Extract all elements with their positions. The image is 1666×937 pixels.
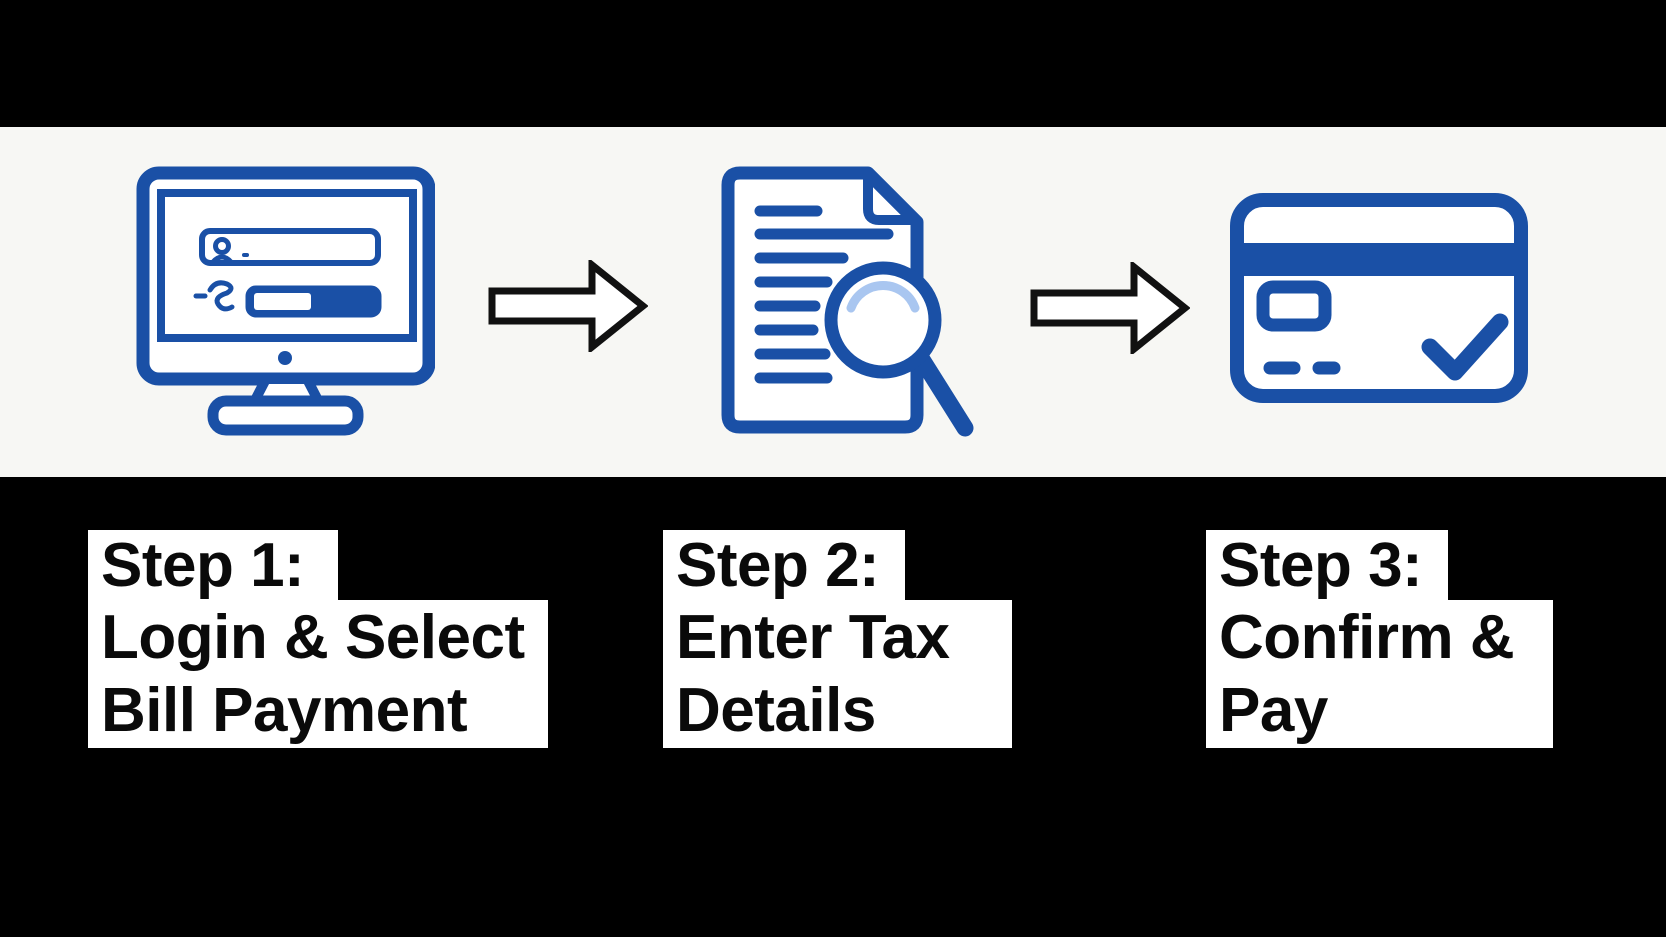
monitor-power-dot <box>278 351 292 365</box>
arrow-right-icon <box>488 260 648 352</box>
card-chip <box>1256 280 1332 332</box>
password-field <box>245 285 382 318</box>
step-2-caption: Step 2: Enter Tax Details <box>663 530 1012 748</box>
step-1-caption: Step 1: Login & Select Bill Payment <box>88 530 548 748</box>
magnifier-icon <box>824 261 974 437</box>
monitor-stand-base <box>207 395 364 436</box>
arrow-right-icon <box>1030 262 1190 354</box>
monitor-login-icon <box>136 166 435 436</box>
lock-icon <box>193 280 235 312</box>
step-3-title: Step 3: <box>1206 530 1448 600</box>
step-3-caption: Step 3: Confirm & Pay <box>1206 530 1553 748</box>
document-search-icon <box>721 166 974 437</box>
step-1-title: Step 1: <box>88 530 338 600</box>
document-text-lines <box>754 205 894 384</box>
credit-card-icon <box>1230 193 1528 403</box>
user-icon <box>210 237 249 265</box>
step-2-title: Step 2: <box>663 530 905 600</box>
document-fold <box>863 175 913 225</box>
card-stripe <box>1237 243 1521 276</box>
step-2-description: Enter Tax Details <box>663 600 1012 748</box>
step-1-description: Login & Select Bill Payment <box>88 600 548 748</box>
checkmark-icon <box>1421 313 1509 381</box>
step-3-description: Confirm & Pay <box>1206 600 1553 748</box>
